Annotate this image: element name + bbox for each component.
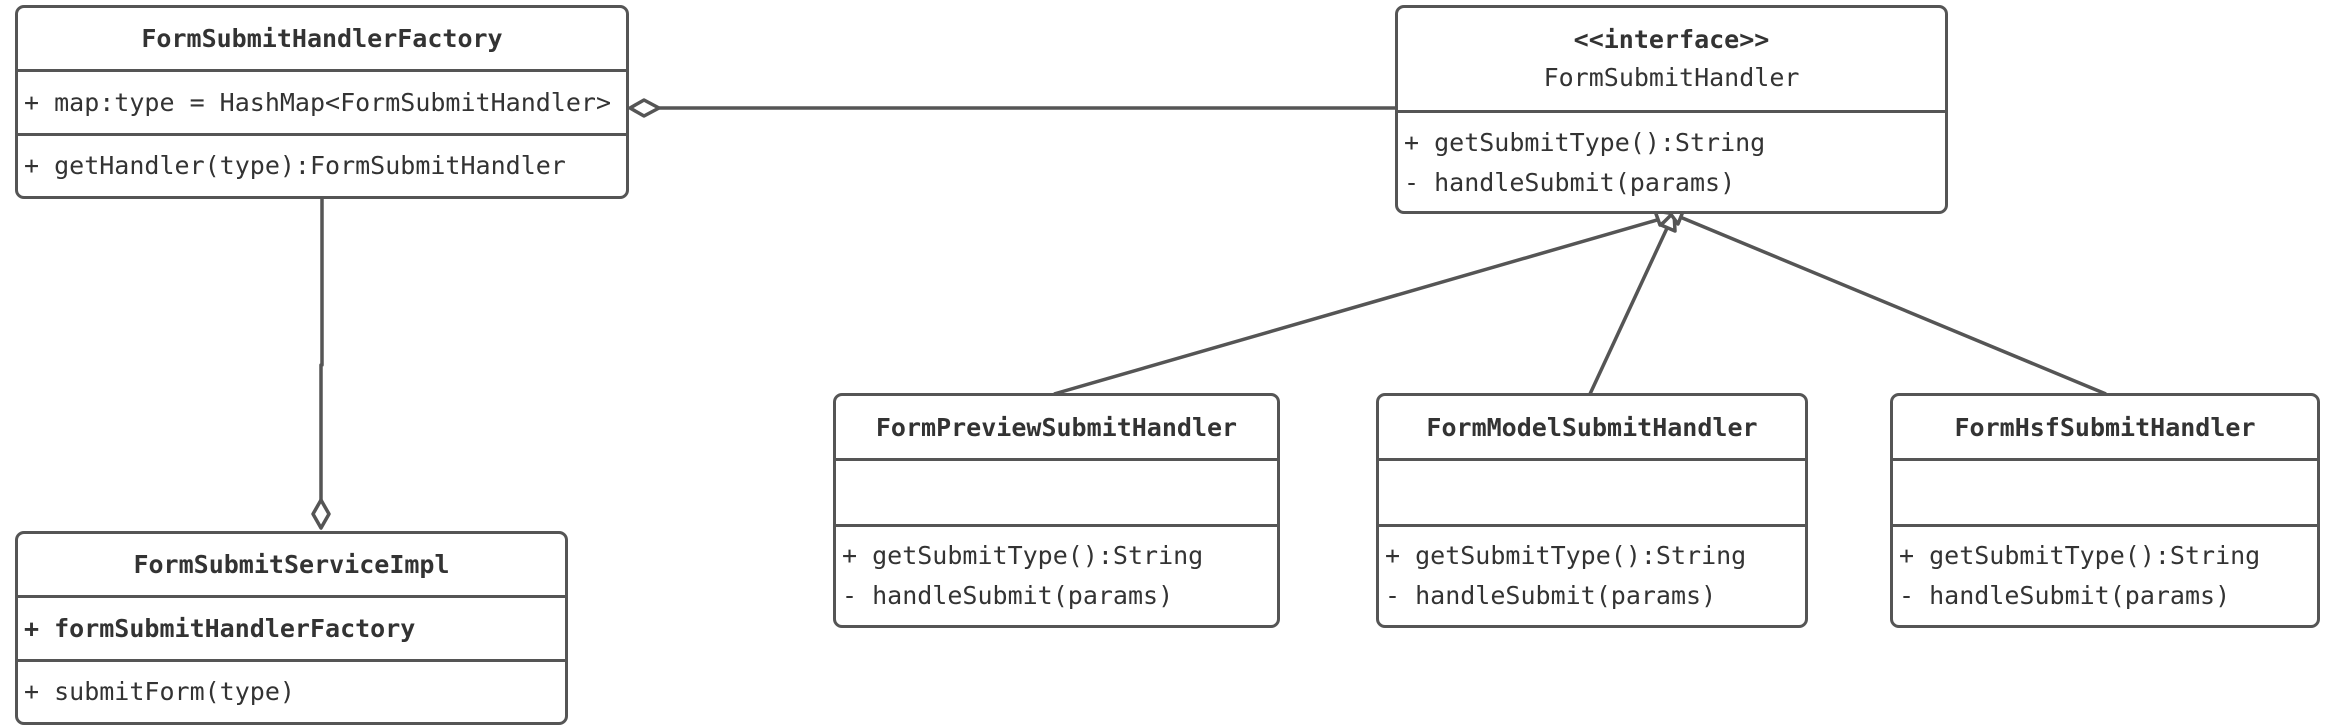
operation: - handleSubmit(params) [842,581,1174,610]
class-header: <<interface>> FormSubmitHandler [1398,8,1945,113]
class-name: FormPreviewSubmitHandler [875,412,1238,442]
attributes-section [836,461,1277,527]
operation: - handleSubmit(params) [1899,581,2231,610]
class-form-hsf-submit-handler[interactable]: FormHsfSubmitHandler + getSubmitType():S… [1890,393,2320,628]
realization-line-preview [1053,216,1665,396]
operations-section: + getSubmitType():String - handleSubmit(… [1893,527,2317,625]
operation: + getSubmitType():String [1385,541,1747,570]
operation: + getSubmitType():String [1899,541,2261,570]
attributes-section: + formSubmitHandlerFactory [18,598,565,662]
operation: + submitForm(type) [24,677,295,706]
operations-section: + getSubmitType():String - handleSubmit(… [1379,527,1805,625]
attributes-section [1893,461,2317,527]
aggregation-line-service-factory [319,198,324,500]
class-name: FormModelSubmitHandler [1426,412,1758,442]
realization-line-model [1588,225,1670,395]
class-form-preview-submit-handler[interactable]: FormPreviewSubmitHandler + getSubmitType… [833,393,1280,628]
operations-section: + getHandler(type):FormSubmitHandler [18,136,626,196]
class-name: FormSubmitServiceImpl [133,550,450,579]
interface-form-submit-handler[interactable]: <<interface>> FormSubmitHandler + getSub… [1395,5,1948,214]
attribute: + formSubmitHandlerFactory [24,613,416,643]
operations-section: + getSubmitType():String - handleSubmit(… [1398,113,1945,211]
operation: + getHandler(type):FormSubmitHandler [24,151,566,180]
operation: + getSubmitType():String [1404,128,1766,157]
attributes-section: + map:type = HashMap<FormSubmitHandler> [18,72,626,136]
stereotype-label: <<interface>> [1573,25,1770,54]
operation: - handleSubmit(params) [1385,581,1717,610]
class-form-submit-handler-factory[interactable]: FormSubmitHandlerFactory + map:type = Ha… [15,5,629,199]
attribute: + map:type = HashMap<FormSubmitHandler> [24,87,611,117]
class-name: FormHsfSubmitHandler [1954,412,2256,442]
operations-section: + submitForm(type) [18,662,565,722]
class-form-submit-service-impl[interactable]: FormSubmitServiceImpl + formSubmitHandle… [15,531,568,725]
operation: + getSubmitType():String [842,541,1204,570]
class-name: FormSubmitHandler [1543,63,1800,92]
attributes-section [1379,461,1805,527]
operations-section: + getSubmitType():String - handleSubmit(… [836,527,1277,625]
class-name: FormSubmitHandlerFactory [141,24,503,53]
aggregation-diamond-factory [628,98,661,118]
class-header: FormSubmitServiceImpl [18,534,565,598]
class-form-model-submit-handler[interactable]: FormModelSubmitHandler + getSubmitType()… [1376,393,1808,628]
class-header: FormModelSubmitHandler [1379,396,1805,461]
class-header: FormHsfSubmitHandler [1893,396,2317,461]
realization-line-hsf [1679,215,2107,396]
class-header: FormPreviewSubmitHandler [836,396,1277,461]
class-header: FormSubmitHandlerFactory [18,8,626,72]
operation: - handleSubmit(params) [1404,168,1736,197]
aggregation-diamond-service [311,498,331,530]
